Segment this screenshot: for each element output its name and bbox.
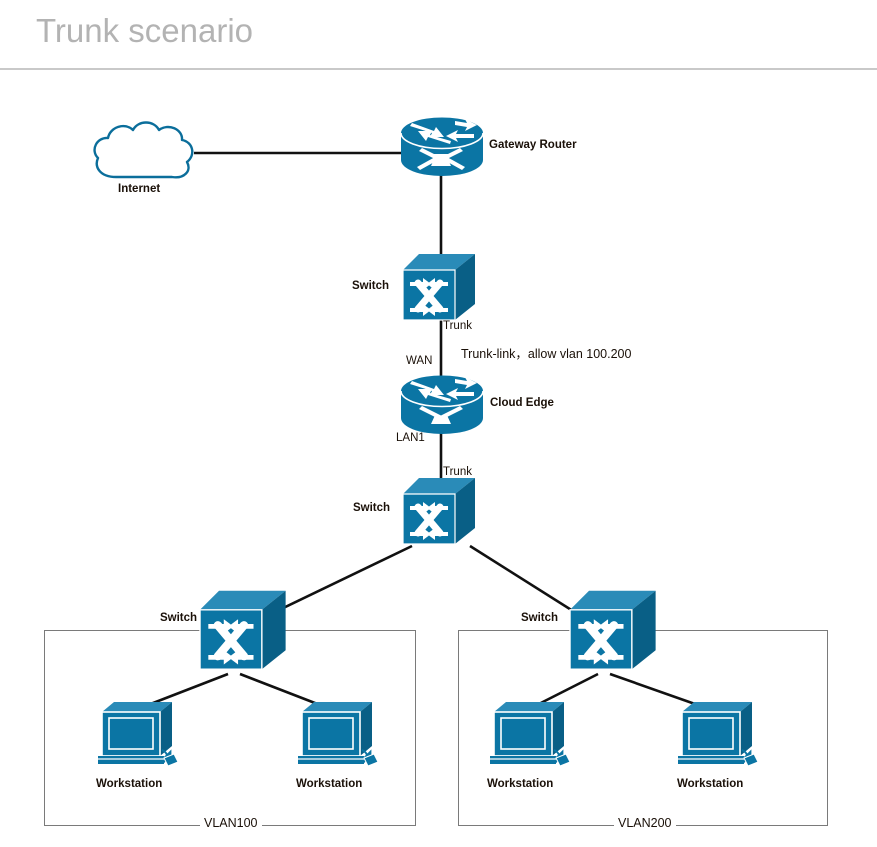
switch-vlan100-label: Switch <box>160 612 198 624</box>
switch-vlan200-icon[interactable] <box>569 588 658 672</box>
workstation-vlan200-b-icon[interactable] <box>676 700 760 768</box>
switch-vlan200-label: Switch <box>521 612 559 624</box>
wan-port-label: WAN <box>406 355 433 367</box>
workstation-vlan100-a-label: Workstation <box>96 778 163 790</box>
internet-label: Internet <box>118 183 161 195</box>
cloud-edge-router-icon[interactable] <box>399 375 485 435</box>
topology-canvas: VLAN100 VLAN200 Internet <box>0 70 877 847</box>
workstation-vlan100-a-icon[interactable] <box>96 700 180 768</box>
switch-core-label: Switch <box>353 502 391 514</box>
switch-top-icon[interactable] <box>402 252 477 322</box>
lan1-port-label: LAN1 <box>396 432 425 444</box>
title-divider <box>0 68 877 70</box>
trunk-link-annotation: Trunk-link，allow vlan 100.200 <box>461 347 632 361</box>
workstation-vlan200-a-icon[interactable] <box>488 700 572 768</box>
trunk-top-port-label: Trunk <box>443 320 472 332</box>
workstation-vlan100-b-icon[interactable] <box>296 700 380 768</box>
vlan200-zone-label: VLAN200 <box>614 816 676 830</box>
switch-vlan100-icon[interactable] <box>199 588 288 672</box>
vlan100-zone-label: VLAN100 <box>200 816 262 830</box>
workstation-vlan100-b-label: Workstation <box>296 778 363 790</box>
switch-top-label: Switch <box>352 280 390 292</box>
internet-cloud-icon[interactable] <box>88 117 198 189</box>
page-title: Trunk scenario <box>36 12 254 49</box>
trunk-core-port-label: Trunk <box>443 466 472 478</box>
gateway-router-icon[interactable] <box>399 117 485 177</box>
workstation-vlan200-b-label: Workstation <box>677 778 744 790</box>
cloud-edge-label: Cloud Edge <box>490 397 554 409</box>
switch-core-icon[interactable] <box>402 476 477 546</box>
gateway-router-label: Gateway Router <box>489 139 577 151</box>
workstation-vlan200-a-label: Workstation <box>487 778 554 790</box>
